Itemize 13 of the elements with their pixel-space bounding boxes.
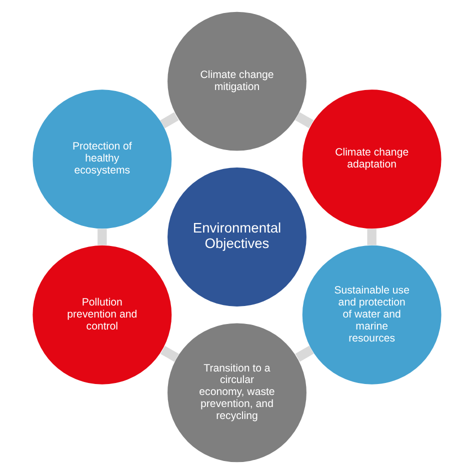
- connector: [367, 228, 376, 246]
- node-circle: Protection of healthy ecosystems: [32, 90, 172, 229]
- node-circle: Climate change mitigation: [168, 12, 306, 151]
- node-circle: Pollution prevention and control: [32, 245, 172, 384]
- node-circle: Environmental Objectives: [168, 168, 306, 306]
- node-circle: Sustainable use and protection of water and marine resources: [302, 245, 442, 384]
- connector: [160, 346, 179, 362]
- connector: [160, 112, 179, 128]
- node-circle: Climate change adaptation: [302, 90, 442, 229]
- connector: [295, 346, 314, 362]
- connector: [98, 228, 107, 246]
- connector: [295, 112, 314, 128]
- node-circle: Transition to a circular economy, waste prevention, and recycling: [168, 323, 306, 462]
